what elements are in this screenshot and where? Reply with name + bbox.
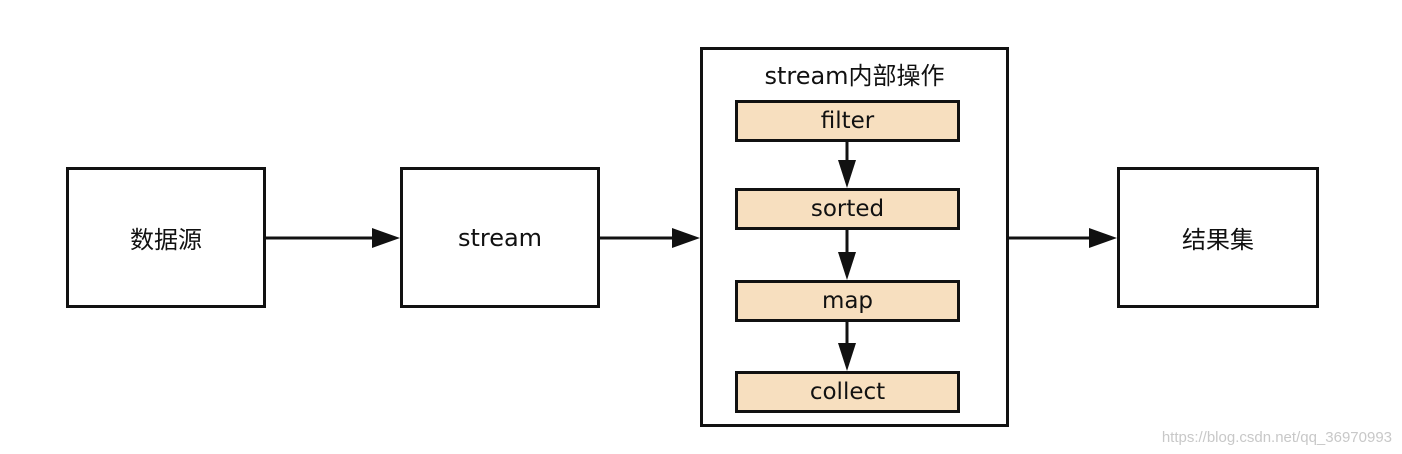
arrowhead-source-to-stream — [372, 228, 400, 248]
step-collect: collect — [735, 371, 960, 413]
arrowhead-map-to-collect — [838, 343, 856, 371]
arrowhead-stream-to-operations — [672, 228, 700, 248]
step-map-label: map — [821, 288, 874, 314]
step-collect-label: collect — [809, 379, 886, 405]
source-node-label: 数据源 — [130, 226, 202, 254]
watermark: https://blog.csdn.net/qq_36970993 — [1161, 429, 1392, 446]
stream-node: stream — [400, 167, 600, 308]
result-node-label: 结果集 — [1182, 226, 1254, 254]
step-sorted-label: sorted — [810, 196, 885, 222]
step-filter-label: filter — [820, 108, 875, 134]
arrowhead-filter-to-sorted — [838, 160, 856, 188]
container-title: stream内部操作 — [764, 62, 945, 90]
arrowhead-operations-to-result — [1089, 228, 1117, 248]
step-filter: filter — [735, 100, 960, 142]
stream-node-label: stream — [457, 223, 543, 252]
arrowhead-sorted-to-map — [838, 252, 856, 280]
step-map: map — [735, 280, 960, 322]
step-sorted: sorted — [735, 188, 960, 230]
result-node: 结果集 — [1117, 167, 1319, 308]
source-node: 数据源 — [66, 167, 266, 308]
